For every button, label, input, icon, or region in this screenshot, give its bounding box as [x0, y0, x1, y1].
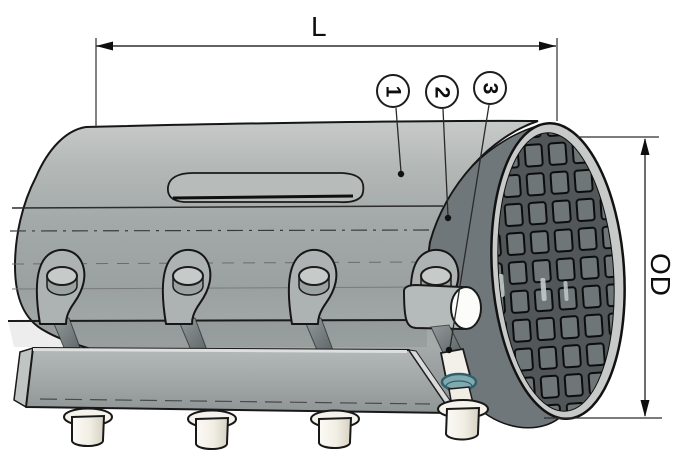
length-dimension-label: L: [311, 11, 327, 42]
callout-balloon-2: 2: [425, 75, 459, 109]
front-bolt-assembly: [430, 324, 489, 441]
bottom-bolts: [63, 407, 360, 451]
callout-2-number: 2: [430, 86, 454, 98]
length-dimension: [95, 38, 558, 128]
callout-3-number: 3: [478, 82, 502, 94]
outer-diameter-dimension-label: OD: [645, 253, 676, 297]
lower-lug-bar: [13, 346, 459, 414]
callout-leaders: [395, 104, 490, 354]
top-oblong-tab: [167, 172, 365, 204]
callout-balloon-1: 1: [376, 74, 410, 108]
outer-diameter-dimension: [544, 136, 662, 419]
callout-balloon-3: 3: [473, 71, 507, 105]
crossbar-pin: [402, 283, 482, 331]
callout-1-number: 1: [381, 85, 405, 97]
